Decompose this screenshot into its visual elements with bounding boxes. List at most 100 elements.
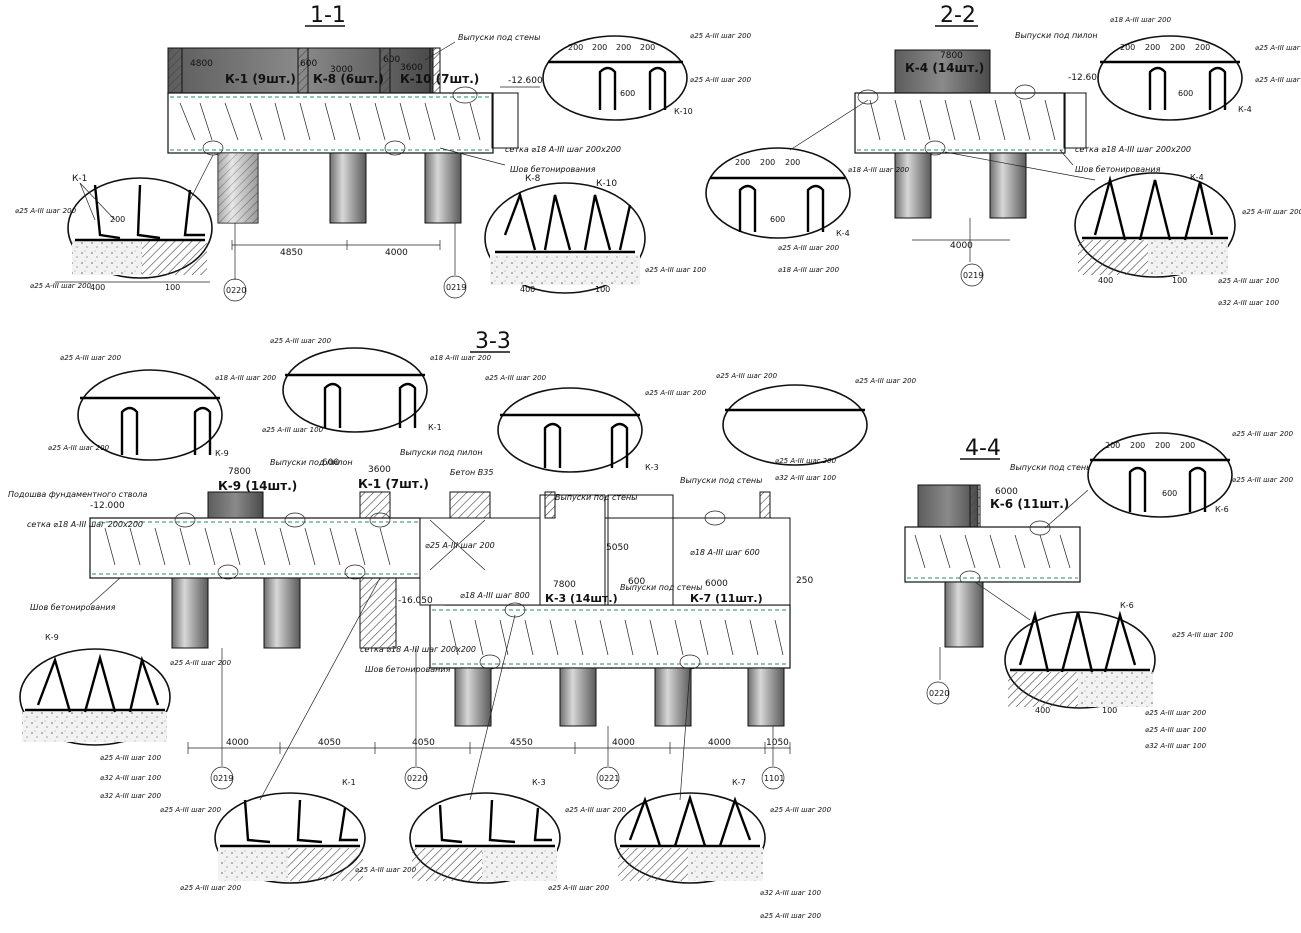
svg-text:К-1: К-1 [428, 423, 442, 432]
axis-marker [404, 766, 428, 790]
rebar-label-k4: К-4 (14шт.) [905, 61, 984, 75]
detail-k4-bottom: К-4 ⌀25 А-III шаг 200 400 100 ⌀25 А-III … [1074, 172, 1301, 307]
svg-text:Шов бетонирования: Шов бетонирования [1075, 165, 1161, 174]
svg-text:-12.000: -12.000 [90, 501, 125, 511]
svg-text:⌀32 А-III шаг 100: ⌀32 А-III шаг 100 [1218, 299, 1280, 307]
axis-marker [210, 766, 234, 790]
svg-text:0220: 0220 [407, 774, 427, 783]
section-1-1: 1-1 К-1 (9шт.) К-8 (6шт.) [15, 3, 752, 302]
svg-text:К-4: К-4 [1190, 173, 1204, 182]
svg-text:⌀25 А-III шаг 200: ⌀25 А-III шаг 200 [1232, 430, 1294, 438]
detail-k8-k10: К-8 К-10 ⌀25 А-III шаг 100 400 100 [484, 174, 707, 294]
svg-text:Бетон В35: Бетон В35 [450, 468, 493, 477]
svg-text:600: 600 [322, 458, 339, 468]
svg-text:7800: 7800 [228, 467, 251, 477]
svg-text:7800: 7800 [940, 51, 963, 61]
svg-text:200: 200 [1145, 43, 1160, 52]
svg-text:⌀25 А-III шаг 100: ⌀25 А-III шаг 100 [1145, 726, 1207, 734]
svg-text:-12.600: -12.600 [1068, 73, 1103, 83]
svg-text:⌀25 А-III шаг 200: ⌀25 А-III шаг 200 [485, 374, 547, 382]
svg-text:200: 200 [640, 43, 655, 52]
svg-text:200: 200 [1195, 43, 1210, 52]
svg-text:сетка ⌀18 А-III шаг 200х200: сетка ⌀18 А-III шаг 200х200 [1075, 145, 1191, 154]
svg-text:⌀18 А-III шаг 600: ⌀18 А-III шаг 600 [690, 548, 760, 557]
rebar-label-k1: К-1 (7шт.) [358, 477, 429, 491]
svg-text:⌀25 А-III шаг 200: ⌀25 А-III шаг 200 [645, 389, 707, 397]
svg-text:Подошва фундаментного ствола: Подошва фундаментного ствола [8, 490, 147, 499]
svg-text:⌀18 А-III шаг 200: ⌀18 А-III шаг 200 [215, 374, 277, 382]
svg-text:Выпуски под пилон: Выпуски под пилон [400, 448, 483, 457]
svg-text:200: 200 [1120, 43, 1135, 52]
detail-k9-bottom: К-9 ⌀25 А-III шаг 200 ⌀25 А-III шаг 100 … [19, 633, 232, 800]
svg-text:100: 100 [165, 283, 180, 292]
leader-vypuski: Выпуски под стены [458, 33, 540, 42]
rebar-label-k3: К-3 (14шт.) [545, 592, 618, 605]
svg-text:⌀25 А-III шаг 100: ⌀25 А-III шаг 100 [100, 754, 162, 762]
svg-text:5050: 5050 [606, 543, 629, 553]
svg-text:⌀32 А-III шаг 100: ⌀32 А-III шаг 100 [760, 889, 822, 897]
svg-text:К-9: К-9 [215, 449, 229, 458]
svg-text:К-1: К-1 [72, 174, 87, 184]
svg-text:⌀25 А-III шаг 200: ⌀25 А-III шаг 200 [1232, 476, 1294, 484]
svg-text:-16.050: -16.050 [398, 596, 433, 606]
svg-text:200: 200 [616, 43, 631, 52]
rebar-label-k8: К-8 (6шт.) [313, 72, 384, 86]
detail-k6-top: 200 200 200 200 600 ⌀25 А-III шаг 200 ⌀2… [1087, 430, 1294, 518]
svg-text:К-3: К-3 [645, 463, 659, 472]
rebar-label-k10: К-10 (7шт.) [400, 72, 479, 86]
svg-text:400: 400 [90, 283, 105, 292]
svg-text:⌀25 А-III шаг 200: ⌀25 А-III шаг 200 [770, 806, 832, 814]
detail-top-rebar-2: 200 200 200 200 600 ⌀18 А-III шаг 200 ⌀2… [1097, 16, 1301, 121]
section-2-2: 2-2 К-4 (14шт.) 7800 Выпуски под пилон -… [705, 3, 1301, 307]
svg-text:⌀25 А-III шаг 200: ⌀25 А-III шаг 200 [1145, 709, 1207, 717]
svg-text:400: 400 [520, 285, 535, 294]
svg-text:250: 250 [796, 576, 813, 586]
svg-text:К-6: К-6 [1120, 601, 1134, 610]
svg-text:400: 400 [1035, 706, 1050, 715]
svg-text:⌀25 А-III шаг 200: ⌀25 А-III шаг 200 [355, 866, 417, 874]
svg-text:К-10: К-10 [596, 179, 617, 189]
elevation-mark: -12.600 [508, 76, 543, 86]
svg-text:сетка ⌀18 А-III шаг 200х200: сетка ⌀18 А-III шаг 200х200 [27, 520, 143, 529]
svg-text:⌀25 А-III шаг 200: ⌀25 А-III шаг 200 [60, 354, 122, 362]
svg-text:Шов бетонирования: Шов бетонирования [510, 165, 596, 174]
svg-text:200: 200 [1180, 441, 1195, 450]
svg-text:600: 600 [628, 577, 645, 587]
svg-text:100: 100 [595, 285, 610, 294]
detail-k6-bottom: К-6 ⌀25 А-III шаг 100 ⌀25 А-III шаг 200 … [1004, 601, 1234, 750]
svg-text:Выпуски под стены: Выпуски под стены [620, 583, 702, 592]
svg-text:⌀25 А-III шаг 200: ⌀25 А-III шаг 200 [15, 207, 77, 215]
svg-text:⌀18 А-III шаг 200: ⌀18 А-III шаг 200 [430, 354, 492, 362]
svg-text:⌀32 А-III шаг 200: ⌀32 А-III шаг 200 [100, 792, 162, 800]
svg-text:⌀25 А-III шаг 200: ⌀25 А-III шаг 200 [760, 912, 822, 920]
detail-k3-bottom: К-3 ⌀25 А-III шаг 200 ⌀25 А-III шаг 200 [409, 778, 627, 892]
detail-3-3-a: ⌀25 А-III шаг 200 ⌀18 А-III шаг 200 ⌀25 … [48, 354, 277, 461]
rebar-label-k9: К-9 (14шт.) [218, 479, 297, 493]
svg-text:⌀32 А-III шаг 100: ⌀32 А-III шаг 100 [775, 474, 837, 482]
svg-text:⌀25 А-III шаг 200: ⌀25 А-III шаг 200 [270, 337, 332, 345]
svg-text:4000: 4000 [385, 248, 408, 258]
detail-3-3-c: ⌀25 А-III шаг 200 ⌀25 А-III шаг 200 К-3 [485, 374, 707, 473]
svg-text:400: 400 [1098, 276, 1113, 285]
svg-text:К-4: К-4 [1238, 105, 1252, 114]
svg-text:⌀18 А-III шаг 200: ⌀18 А-III шаг 200 [1110, 16, 1172, 24]
svg-text:⌀18 А-III шаг 800: ⌀18 А-III шаг 800 [460, 591, 530, 600]
svg-text:⌀25 А-III шаг 200: ⌀25 А-III шаг 200 [690, 32, 752, 40]
svg-text:0220: 0220 [929, 689, 949, 698]
svg-text:⌀25 А-III шаг 200: ⌀25 А-III шаг 200 [425, 541, 495, 550]
svg-text:Выпуски под пилон: Выпуски под пилон [1015, 31, 1098, 40]
svg-text:сетка ⌀18 А-III шаг 200х200: сетка ⌀18 А-III шаг 200х200 [360, 645, 476, 654]
svg-text:⌀25 А-III шаг 200: ⌀25 А-III шаг 200 [30, 282, 92, 290]
svg-text:⌀25 А-III шаг 200: ⌀25 А-III шаг 200 [565, 806, 627, 814]
svg-text:⌀25 А-III шаг 200: ⌀25 А-III шаг 200 [170, 659, 232, 667]
svg-text:⌀25 А-III шаг 200: ⌀25 А-III шаг 200 [160, 806, 222, 814]
axis-marker [596, 766, 620, 790]
detail-k1: К-1 200 ⌀25 А-III шаг 200 ⌀25 А-III шаг … [15, 174, 213, 290]
svg-text:4800: 4800 [190, 59, 213, 69]
svg-text:⌀25 А-III шаг 100: ⌀25 А-III шаг 100 [1218, 277, 1280, 285]
detail-3-3-d: ⌀25 А-III шаг 200 ⌀25 А-III шаг 200 ⌀25 … [716, 372, 917, 482]
svg-text:200: 200 [785, 158, 800, 167]
svg-text:0219: 0219 [446, 283, 466, 292]
section-3-3: 3-3 [8, 329, 917, 920]
